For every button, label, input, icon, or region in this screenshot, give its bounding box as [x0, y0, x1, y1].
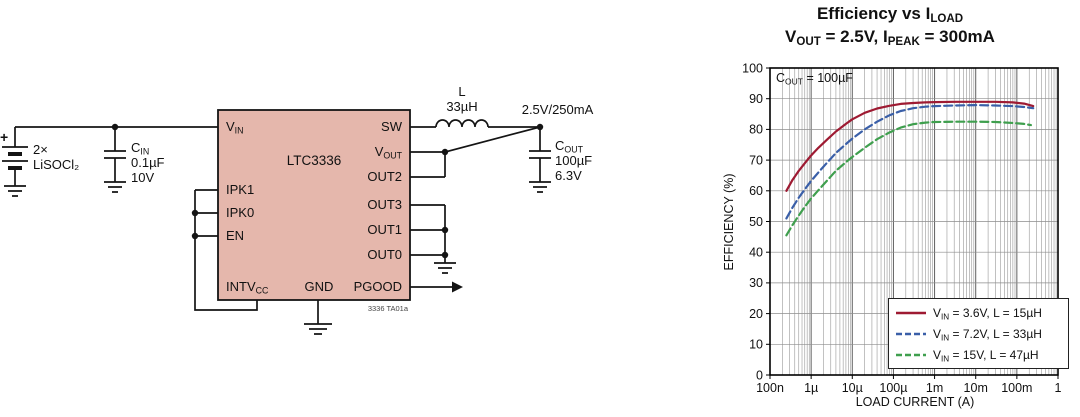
pin-out1: OUT1 — [367, 222, 402, 237]
legend-label: VIN = 15V, L = 47µH — [933, 347, 1039, 363]
svg-text:10: 10 — [749, 338, 763, 352]
legend-label: VIN = 3.6V, L = 15µH — [933, 305, 1042, 321]
battery-icon — [2, 127, 28, 197]
chart-title: Efficiency vs ILOAD VOUT = 2.5V, IPEAK =… — [700, 2, 1080, 48]
out-select-ground — [410, 204, 456, 274]
pin-out2: OUT2 — [367, 169, 402, 184]
legend-line-sample — [896, 311, 926, 314]
ground-icon — [304, 323, 332, 335]
chart-legend: VIN = 3.6V, L = 15µH VIN = 7.2V, L = 33µ… — [888, 298, 1069, 369]
pin-out3: OUT3 — [367, 197, 402, 212]
chart-annotation: COUT = 100µF — [776, 71, 853, 87]
ground-icon — [529, 181, 551, 193]
svg-text:80: 80 — [749, 123, 763, 137]
pgood-arrow-icon — [452, 281, 463, 293]
pin-pgood: PGOOD — [353, 279, 402, 294]
svg-text:20: 20 — [749, 307, 763, 321]
cin-label: CIN 0.1µF 10V — [131, 140, 165, 185]
ground-icon — [4, 185, 26, 197]
battery-label: 2× LiSOCl₂ — [33, 142, 79, 172]
junction-dot — [191, 232, 199, 240]
cout-voltage: 6.3V — [555, 168, 582, 183]
figure-note: 3336 TA01a — [367, 304, 408, 313]
svg-text:1: 1 — [1055, 381, 1062, 395]
cout-ref: COUT — [555, 138, 584, 155]
vout-feedback-wire — [410, 126, 541, 178]
x-axis-label: LOAD CURRENT (A) — [855, 395, 975, 409]
schematic-wires — [2, 119, 551, 335]
legend-entry: VIN = 7.2V, L = 33µH — [895, 323, 1063, 344]
junction-dots — [111, 123, 544, 259]
ic-body — [217, 109, 411, 301]
svg-text:70: 70 — [749, 153, 763, 167]
svg-text:100: 100 — [742, 61, 763, 75]
cout-capacitor-icon — [529, 127, 551, 193]
ipk-en-bus — [194, 189, 258, 311]
chart-title-line2: VOUT = 2.5V, IPEAK = 300mA — [785, 27, 995, 49]
battery-type: LiSOCl₂ — [33, 157, 80, 172]
pin-gnd: GND — [304, 279, 334, 294]
cout-label: COUT 100µF 6.3V — [555, 138, 592, 183]
legend-line-sample — [896, 332, 926, 335]
pin-ipk0: IPK0 — [226, 205, 255, 220]
svg-text:1m: 1m — [926, 381, 943, 395]
pin-vout: VOUT — [374, 144, 402, 161]
pin-vin: VIN — [226, 119, 244, 136]
schematic-canvas — [2, 109, 551, 335]
svg-text:10m: 10m — [964, 381, 988, 395]
legend-line-sample — [896, 353, 926, 356]
battery-plus-sign: + — [0, 129, 9, 145]
svg-text:1µ: 1µ — [804, 381, 818, 395]
pin-intvcc: INTVCC — [226, 279, 269, 296]
svg-text:40: 40 — [749, 246, 763, 260]
battery-qty: 2× — [33, 142, 48, 157]
cin-capacitor-icon — [104, 127, 126, 193]
legend-label: VIN = 7.2V, L = 33µH — [933, 326, 1042, 342]
cin-voltage: 10V — [131, 170, 155, 185]
svg-text:30: 30 — [749, 276, 763, 290]
cin-ref: CIN — [131, 140, 150, 157]
ic-ground — [304, 300, 332, 335]
ground-icon — [434, 262, 456, 274]
pin-ipk1: IPK1 — [226, 182, 255, 197]
ground-icon — [104, 181, 126, 193]
inductor-label: L 33µH — [432, 84, 492, 114]
svg-text:10µ: 10µ — [842, 381, 863, 395]
pin-en: EN — [226, 228, 245, 243]
junction-dot — [441, 251, 449, 259]
junction-dot — [441, 148, 449, 156]
pin-out0: OUT0 — [367, 247, 402, 262]
junction-dot — [191, 209, 199, 217]
legend-entry: VIN = 15V, L = 47µH — [895, 344, 1063, 365]
pin-sw: SW — [381, 119, 402, 134]
svg-text:100m: 100m — [1001, 381, 1032, 395]
junction-dot — [111, 123, 119, 131]
chart-title-line1: Efficiency vs ILOAD — [816, 4, 964, 26]
svg-text:100µ: 100µ — [879, 381, 907, 395]
inductor-value: 33µH — [446, 99, 478, 114]
junction-dot — [536, 123, 544, 131]
svg-text:90: 90 — [749, 92, 763, 106]
ic-part-number: LTC3336 — [286, 153, 342, 168]
output-voltage-label: 2.5V/250mA — [521, 102, 594, 117]
svg-text:0: 0 — [756, 368, 763, 382]
svg-text:60: 60 — [749, 184, 763, 198]
cout-value: 100µF — [555, 153, 593, 168]
cin-value: 0.1µF — [131, 155, 165, 170]
junction-dot — [441, 226, 449, 234]
inductor-icon — [435, 119, 489, 128]
y-axis-label: EFFICIENCY (%) — [722, 173, 736, 271]
legend-entry: VIN = 3.6V, L = 15µH — [895, 302, 1063, 323]
svg-text:50: 50 — [749, 215, 763, 229]
svg-text:100n: 100n — [756, 381, 784, 395]
inductor-ref: L — [458, 84, 466, 99]
